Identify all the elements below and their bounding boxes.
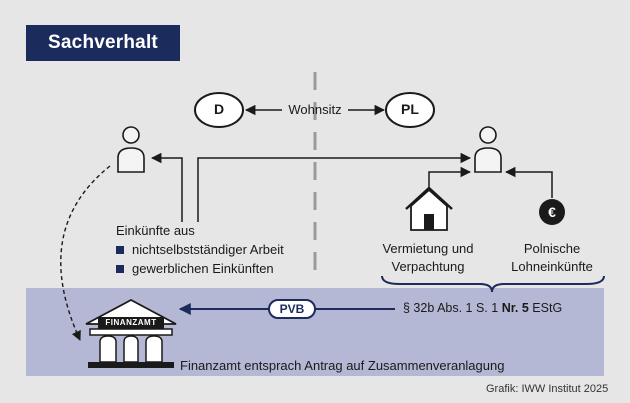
country-d-label: D bbox=[213, 101, 225, 117]
house-icon bbox=[405, 186, 453, 231]
image-credit: Grafik: IWW Institut 2025 bbox=[486, 383, 609, 395]
legal-basis-suffix: EStG bbox=[532, 301, 563, 315]
residence-label: Wohnsitz bbox=[288, 102, 342, 117]
tax-office-building-icon bbox=[85, 298, 177, 368]
pl-income-brace bbox=[381, 275, 605, 293]
pvb-badge bbox=[268, 299, 316, 319]
income-item: nichtselbstständiger Arbeit bbox=[116, 242, 284, 257]
person-icon bbox=[117, 126, 145, 173]
country-pl-oval bbox=[385, 92, 435, 128]
tax-office-statement: Finanzamt entsprach Antrag auf Zusammenv… bbox=[180, 358, 505, 373]
legal-basis: § 32b Abs. 1 S. 1 Nr. 5 EStG bbox=[403, 301, 562, 315]
country-d-oval bbox=[194, 92, 244, 128]
income-to-person-arrow bbox=[150, 152, 183, 222]
income-item-label: nichtselbstständiger Arbeit bbox=[132, 242, 284, 257]
rental-to-person-arrow bbox=[428, 166, 472, 187]
euro-coin-icon: € bbox=[539, 199, 565, 225]
income-heading: Einkünfte aus bbox=[116, 223, 195, 238]
income-item: gewerblichen Einkünften bbox=[116, 261, 274, 276]
bullet-icon bbox=[116, 245, 124, 254]
svg-text:€: € bbox=[548, 204, 556, 220]
tax-office-sign: FINANZAMT bbox=[105, 318, 157, 327]
wages-label-line1: Polnische bbox=[523, 241, 581, 256]
income-to-pl-person-arrow bbox=[197, 152, 472, 222]
legal-basis-prefix: § 32b Abs. 1 S. 1 bbox=[403, 301, 499, 315]
country-pl-label: PL bbox=[401, 101, 419, 117]
taxpayer-to-office-arrow bbox=[60, 165, 111, 341]
rental-label-line2: Verpachtung bbox=[391, 259, 465, 274]
income-item-label: gewerblichen Einkünften bbox=[132, 261, 274, 276]
page-title: Sachverhalt bbox=[26, 25, 180, 61]
person-icon bbox=[474, 126, 502, 173]
bullet-icon bbox=[116, 264, 124, 273]
rental-label-line1: Vermietung und bbox=[382, 241, 474, 256]
legal-basis-number: Nr. 5 bbox=[501, 301, 529, 315]
wages-label-line2: Lohneinkünfte bbox=[511, 259, 593, 274]
pvb-label: PVB bbox=[279, 302, 305, 316]
wages-to-person-arrow bbox=[504, 166, 553, 198]
